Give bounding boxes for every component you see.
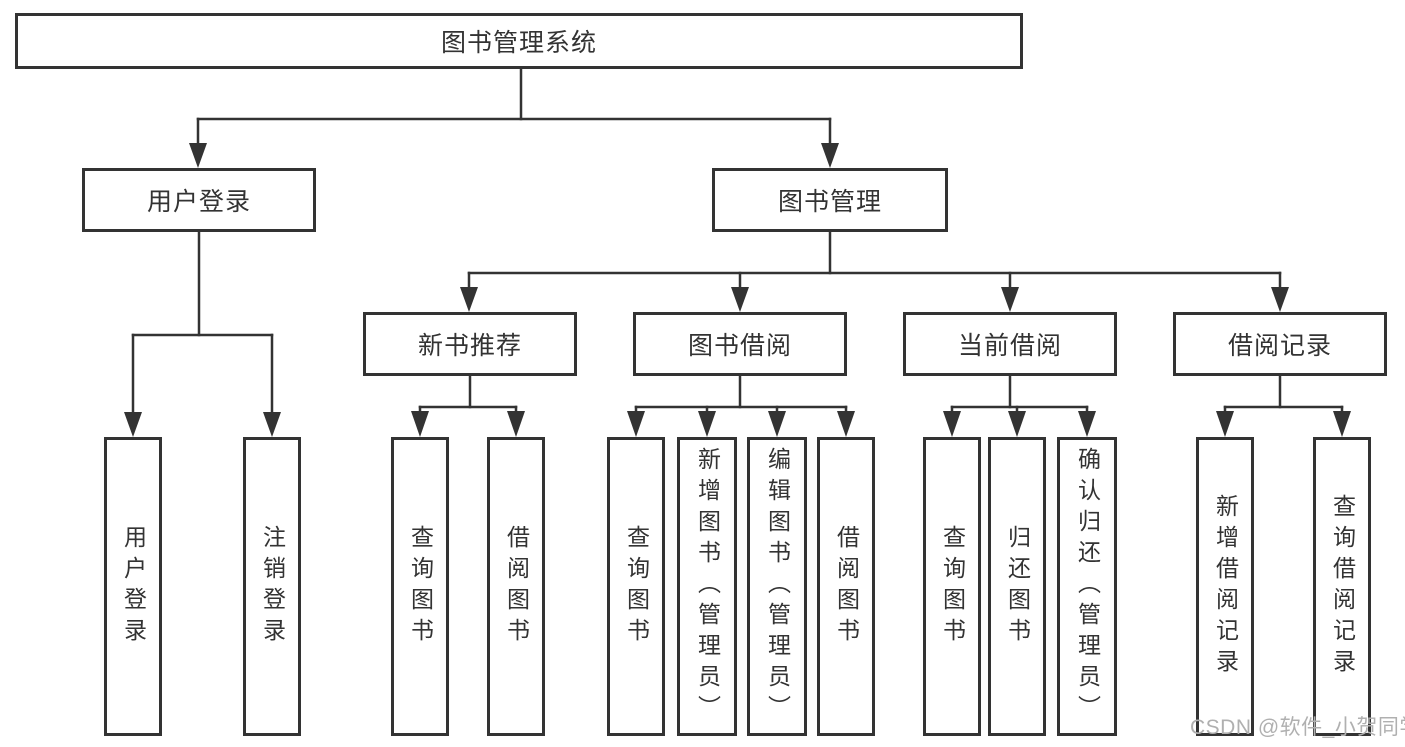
node-borrow-records-label: 借阅记录 (1227, 332, 1332, 360)
leaf-query-books-recommend: 查询图书 (391, 437, 449, 736)
connector-book-mgmt-to-level3 (460, 229, 1289, 312)
connector-user-login-to-leaves (124, 229, 281, 437)
node-current-borrow-label: 当前借阅 (957, 332, 1062, 360)
node-user-login: 用户登录 (82, 168, 316, 232)
leaf-add-book-admin-label: 新增图书（管理员） (694, 447, 721, 726)
node-new-book-recommend: 新书推荐 (363, 312, 577, 376)
node-book-management-label: 图书管理 (777, 188, 882, 216)
leaf-query-books-borrow-label: 查询图书 (623, 524, 650, 649)
leaf-query-books-current: 查询图书 (923, 437, 981, 736)
leaf-query-borrow-record-label: 查询借阅记录 (1329, 493, 1356, 680)
connector-current-to-leaves (943, 372, 1096, 437)
leaf-borrow-books-recommend-label: 借阅图书 (503, 524, 530, 649)
connector-recommend-to-leaves (411, 372, 525, 437)
node-book-management: 图书管理 (712, 168, 948, 232)
leaf-add-borrow-record-label: 新增借阅记录 (1212, 493, 1239, 680)
leaf-user-login-label: 用户登录 (120, 524, 147, 649)
leaf-logout-label: 注销登录 (259, 524, 286, 649)
leaf-user-login: 用户登录 (104, 437, 162, 736)
leaf-borrow-books-recommend: 借阅图书 (487, 437, 545, 736)
leaf-edit-book-admin-label: 编辑图书（管理员） (764, 447, 791, 726)
node-root: 图书管理系统 (15, 13, 1023, 69)
leaf-return-book: 归还图书 (988, 437, 1046, 736)
node-current-borrow: 当前借阅 (903, 312, 1117, 376)
node-borrow-records: 借阅记录 (1173, 312, 1387, 376)
leaf-borrow-books-borrow-label: 借阅图书 (833, 524, 860, 649)
node-book-borrow-label: 图书借阅 (687, 332, 792, 360)
leaf-confirm-return-admin: 确认归还（管理员） (1057, 437, 1117, 736)
node-root-label: 图书管理系统 (440, 29, 597, 57)
leaf-query-borrow-record: 查询借阅记录 (1313, 437, 1371, 736)
node-book-borrow: 图书借阅 (633, 312, 847, 376)
leaf-query-books-current-label: 查询图书 (939, 524, 966, 649)
leaf-return-book-label: 归还图书 (1004, 524, 1031, 649)
leaf-query-books-recommend-label: 查询图书 (407, 524, 434, 649)
node-new-book-recommend-label: 新书推荐 (417, 332, 522, 360)
leaf-edit-book-admin: 编辑图书（管理员） (747, 437, 807, 736)
connector-records-to-leaves (1216, 372, 1351, 437)
leaf-add-borrow-record: 新增借阅记录 (1196, 437, 1254, 736)
leaf-add-book-admin: 新增图书（管理员） (677, 437, 737, 736)
leaf-logout: 注销登录 (243, 437, 301, 736)
node-user-login-label: 用户登录 (146, 188, 251, 216)
leaf-borrow-books-borrow: 借阅图书 (817, 437, 875, 736)
connector-borrow-to-leaves (627, 372, 855, 437)
csdn-watermark: CSDN @软件_小贺同学 (1190, 716, 1405, 739)
leaf-confirm-return-admin-label: 确认归还（管理员） (1074, 447, 1101, 726)
leaf-query-books-borrow: 查询图书 (607, 437, 665, 736)
connector-root-to-level2 (189, 66, 839, 168)
